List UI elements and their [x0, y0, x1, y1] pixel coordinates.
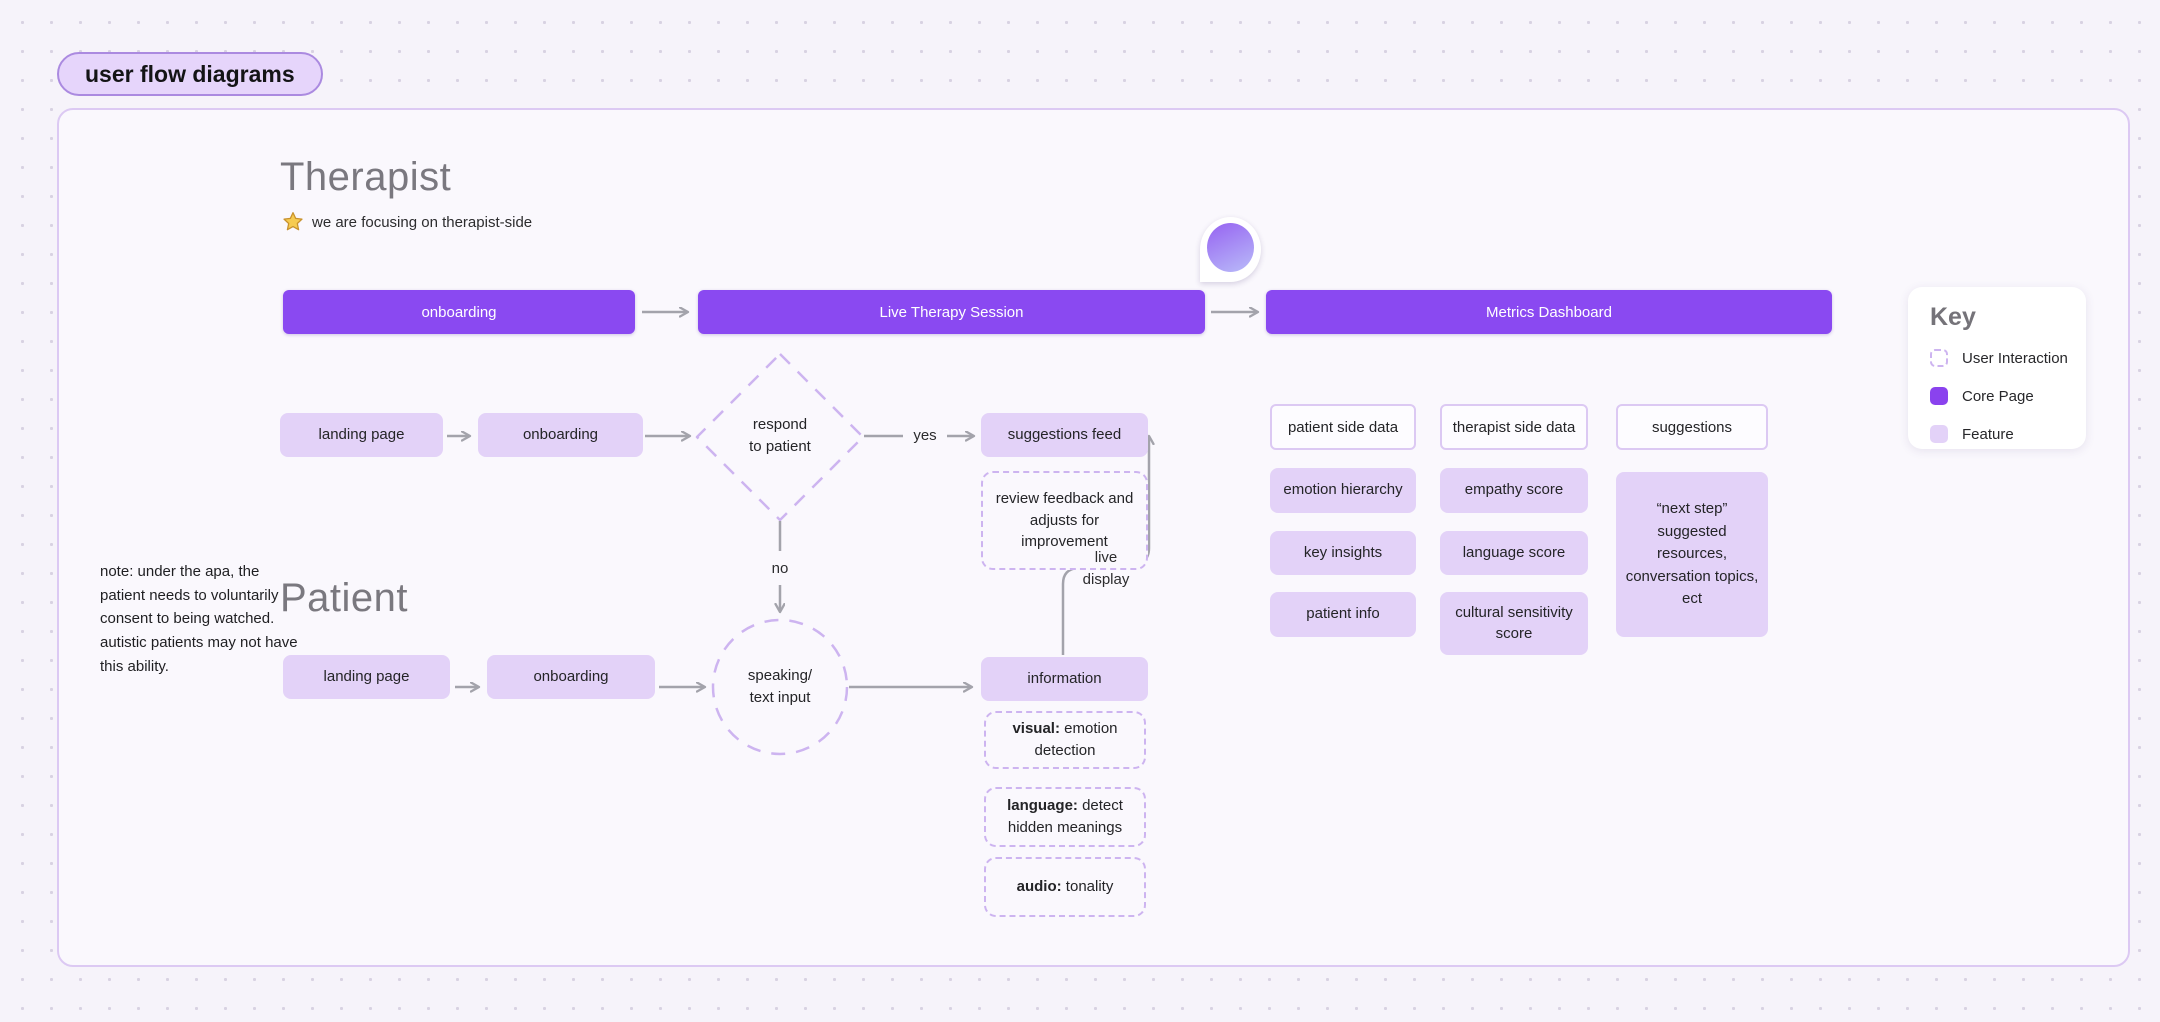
- legend-title: Key: [1930, 303, 1976, 331]
- therapist-heading: Therapist: [280, 155, 452, 199]
- input-circle-text[interactable]: speaking/ text input: [747, 667, 813, 706]
- legend-item-feature: Feature: [1930, 422, 2086, 446]
- metrics-next-step-box[interactable]: “next step” suggested resources, convers…: [1616, 472, 1768, 637]
- therapist-landing-page-box[interactable]: landing page: [280, 413, 443, 457]
- patient-onboarding-label: onboarding: [533, 667, 609, 685]
- metrics-col-suggestions-header[interactable]: suggestions: [1616, 404, 1768, 450]
- feature-swatch-icon: [1930, 425, 1948, 443]
- apa-consent-note: note: under the apa, the patient needs t…: [100, 563, 298, 675]
- board-title-pill[interactable]: user flow diagrams: [57, 52, 323, 96]
- suggestions-feed-box[interactable]: suggestions feed: [981, 413, 1148, 457]
- feature-visual-box[interactable]: visual: emotion detection: [984, 711, 1146, 769]
- patient-heading: Patient: [280, 576, 409, 620]
- metrics-patient-info-box[interactable]: patient info: [1270, 592, 1416, 637]
- therapist-focus-note: we are focusing on therapist-side: [282, 211, 532, 233]
- legend-card[interactable]: Key User Interaction Core Page Feature: [1908, 287, 2086, 449]
- review-feedback-label: review feedback and adjusts for improvem…: [995, 489, 1134, 551]
- core-bar-live-therapy-session[interactable]: Live Therapy Session: [698, 290, 1205, 334]
- board-title: user flow diagrams: [85, 60, 295, 87]
- core-bar-metrics-label: Metrics Dashboard: [1486, 303, 1612, 321]
- feature-language-box[interactable]: language: detect hidden meanings: [984, 787, 1146, 847]
- metrics-empathy-score-box[interactable]: empathy score: [1440, 468, 1588, 513]
- feature-audio-box[interactable]: audio: tonality: [984, 857, 1146, 917]
- live-display-label: live display: [1082, 549, 1130, 588]
- information-box[interactable]: information: [981, 657, 1148, 701]
- patient-onboarding-box[interactable]: onboarding: [487, 655, 655, 699]
- therapist-onboarding-label: onboarding: [522, 425, 599, 443]
- therapist-landing-label: landing page: [318, 425, 405, 443]
- star-icon: [283, 212, 303, 231]
- yes-branch-label: yes: [913, 427, 937, 444]
- metrics-emotion-hierarchy-box[interactable]: emotion hierarchy: [1270, 468, 1416, 513]
- core-bar-onboarding-label: onboarding: [421, 303, 497, 321]
- no-branch-label: no: [771, 560, 789, 577]
- user-interaction-swatch-icon: [1930, 349, 1948, 367]
- core-bar-onboarding[interactable]: onboarding: [283, 290, 635, 334]
- core-page-swatch-icon: [1930, 387, 1948, 405]
- legend-item-user-interaction: User Interaction: [1930, 346, 2086, 370]
- metrics-key-insights-box[interactable]: key insights: [1270, 531, 1416, 575]
- avatar-gradient-ball: [1207, 223, 1254, 272]
- metrics-language-score-box[interactable]: language score: [1440, 531, 1588, 575]
- metrics-col-therapist-header[interactable]: therapist side data: [1440, 404, 1588, 450]
- therapist-onboarding-box[interactable]: onboarding: [478, 413, 643, 457]
- legend-item-core-page: Core Page: [1930, 384, 2086, 408]
- therapist-focus-note-text: we are focusing on therapist-side: [312, 213, 533, 231]
- decision-diamond-text[interactable]: respond to patient: [749, 416, 811, 455]
- collaborator-avatar[interactable]: [1200, 217, 1261, 282]
- suggestions-feed-label: suggestions feed: [1007, 425, 1122, 443]
- patient-landing-page-box[interactable]: landing page: [283, 655, 450, 699]
- core-bar-live-therapy-label: Live Therapy Session: [879, 303, 1024, 321]
- core-bar-metrics-dashboard[interactable]: Metrics Dashboard: [1266, 290, 1832, 334]
- information-label: information: [1027, 669, 1102, 687]
- patient-landing-label: landing page: [323, 667, 410, 685]
- metrics-cultural-sensitivity-box[interactable]: cultural sensitivity score: [1440, 592, 1588, 655]
- review-feedback-box[interactable]: review feedback and adjusts for improvem…: [981, 471, 1148, 570]
- metrics-col-patient-header[interactable]: patient side data: [1270, 404, 1416, 450]
